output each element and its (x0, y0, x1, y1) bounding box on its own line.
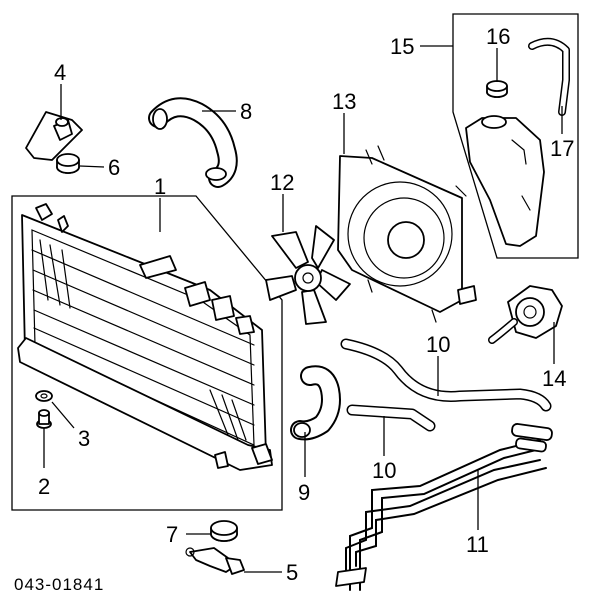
callout-3: 3 (78, 426, 90, 451)
callout-labels: 1 2 3 4 5 6 7 8 9 10 10 11 12 13 14 15 1… (38, 24, 574, 585)
callout-10-lower: 10 (372, 458, 396, 483)
callout-9: 9 (298, 480, 310, 505)
reservoir-group-frame (452, 13, 579, 259)
upper-hose[interactable] (148, 97, 238, 188)
callout-6: 6 (108, 155, 120, 180)
callout-4: 4 (54, 60, 66, 85)
radiator[interactable] (17, 203, 273, 471)
callout-11: 11 (466, 532, 489, 557)
upper-bracket[interactable] (25, 111, 83, 161)
callout-17: 17 (550, 136, 574, 161)
bypass-hose[interactable] (340, 338, 552, 412)
cooling-fan[interactable] (265, 225, 351, 325)
callout-12: 12 (270, 170, 294, 195)
reservoir-group (452, 13, 579, 259)
lower-hose[interactable] (290, 365, 341, 441)
drain-seal-washer[interactable] (35, 390, 53, 402)
coolant-reservoir[interactable] (465, 115, 545, 247)
transmission-cooler-pipes[interactable] (335, 423, 553, 591)
radiator-group (11, 195, 283, 511)
reservoir-cap[interactable] (486, 80, 508, 98)
callout-14: 14 (542, 366, 566, 391)
callout-1: 1 (154, 174, 166, 199)
callout-10-upper: 10 (426, 332, 450, 357)
fan-motor-pulley[interactable] (488, 285, 563, 344)
leader-lines (43, 45, 563, 573)
callout-15: 15 (390, 34, 414, 59)
drain-plug[interactable] (36, 409, 52, 429)
heater-hose[interactable] (346, 404, 436, 432)
callout-8: 8 (240, 99, 252, 124)
fan-switch-bracket[interactable] (185, 547, 245, 575)
callout-2: 2 (38, 474, 50, 499)
radiator-group-frame (11, 195, 283, 511)
mount-bushing[interactable] (56, 153, 80, 174)
overflow-hose[interactable] (528, 37, 570, 116)
callout-5: 5 (286, 560, 298, 585)
callout-7: 7 (166, 522, 178, 547)
cap-bushing[interactable] (210, 520, 238, 542)
diagram-code: 043-01841 (14, 575, 104, 594)
fan-shroud[interactable] (337, 145, 477, 323)
callout-16: 16 (486, 24, 510, 49)
callout-13: 13 (332, 89, 356, 114)
